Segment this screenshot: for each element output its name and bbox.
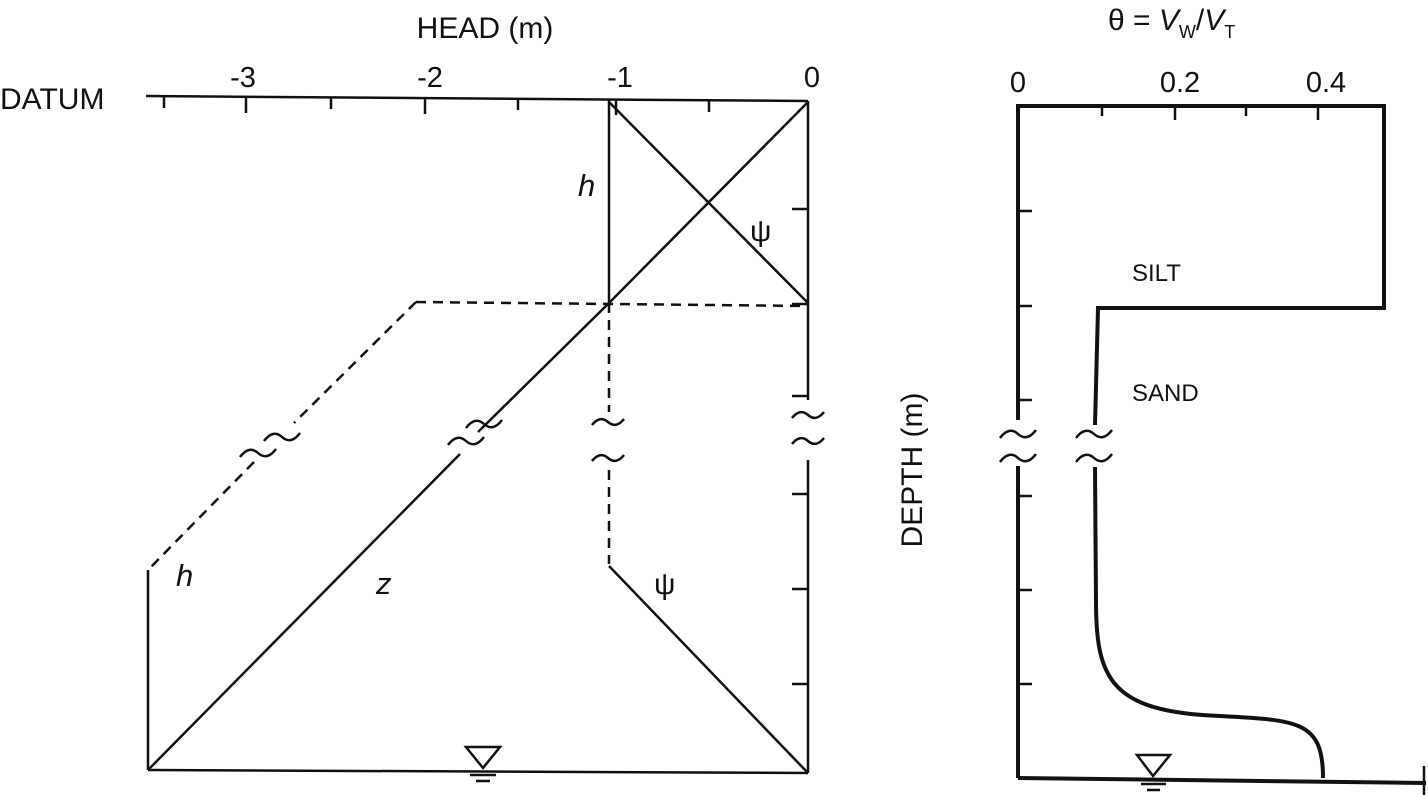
z-break-mark	[465, 419, 503, 429]
water-table-triangle-icon	[463, 745, 503, 770]
h-break-mark	[263, 432, 301, 442]
theta-tick-label-0.4: 0.4	[1306, 67, 1346, 99]
z-label-lower: z	[375, 566, 392, 601]
z-line-lower	[147, 453, 461, 771]
axis-break-mark	[999, 453, 1037, 463]
axis-break-mark	[999, 429, 1037, 439]
depth-ticks-left	[792, 207, 808, 686]
h-dashed-lower	[147, 461, 255, 571]
theta-title-numerator: V	[1159, 4, 1182, 37]
theta-tick-label-0.2: 0.2	[1160, 67, 1200, 99]
head-tick-label-0: 0	[804, 62, 820, 94]
water-table-icon	[463, 745, 503, 783]
head-plot: HEAD (m) DATUM -3 -2 -1 0	[0, 12, 825, 783]
head-axis-title: HEAD (m)	[417, 12, 554, 45]
depth-axis-title: DEPTH (m)	[896, 393, 929, 548]
psi-break-mark	[591, 453, 625, 463]
head-tick-label-neg3: -3	[230, 62, 256, 94]
h-label-upper: h	[578, 168, 595, 203]
psi-label-lower: ψ	[654, 568, 675, 601]
h-label-lower: h	[176, 558, 193, 593]
axis-break-mark	[791, 436, 825, 446]
water-table-icon-right	[1134, 753, 1173, 792]
profile-break-mark	[1075, 429, 1113, 439]
psi-break-mark	[591, 417, 625, 427]
head-tick-label-neg2: -2	[417, 62, 443, 94]
h-break-mark	[239, 448, 277, 458]
axis-break-mark	[791, 410, 825, 420]
interface-dashed-line	[415, 300, 809, 308]
water-table-triangle-icon	[1134, 753, 1173, 779]
z-line-middle	[477, 302, 610, 433]
datum-axis-line	[145, 94, 809, 103]
psi-line-upper	[608, 101, 809, 304]
z-break-mark	[447, 436, 485, 446]
theta-depth-ticks	[1018, 209, 1032, 686]
moisture-profile-upper	[1018, 104, 1386, 426]
h-dashed-upper	[293, 301, 417, 424]
silt-layer-label: SILT	[1132, 260, 1181, 287]
datum-label: DATUM	[0, 83, 104, 116]
moisture-plot: θ = VW/VT 0 0.2 0.4 DEPTH (m)	[896, 4, 1427, 795]
sand-layer-label: SAND	[1132, 380, 1199, 407]
psi-label-upper: ψ	[750, 215, 771, 248]
head-axis-ticks	[162, 96, 711, 115]
profile-break-mark	[1075, 453, 1113, 463]
head-tick-label-neg1: -1	[607, 62, 633, 94]
theta-title-prefix: θ =	[1108, 4, 1159, 37]
theta-axis-title: θ = VW/VT	[1108, 4, 1235, 42]
theta-title-separator: /	[1196, 4, 1205, 37]
water-table-line-right	[1017, 776, 1427, 785]
water-table-line	[147, 768, 809, 775]
theta-title-numerator-sub: W	[1179, 22, 1196, 42]
theta-title-denominator-sub: T	[1224, 22, 1235, 42]
moisture-profile-lower	[1093, 466, 1325, 779]
theta-tick-label-0: 0	[1010, 67, 1026, 99]
psi-line-lower	[608, 565, 809, 774]
theta-title-denominator: V	[1204, 4, 1227, 37]
